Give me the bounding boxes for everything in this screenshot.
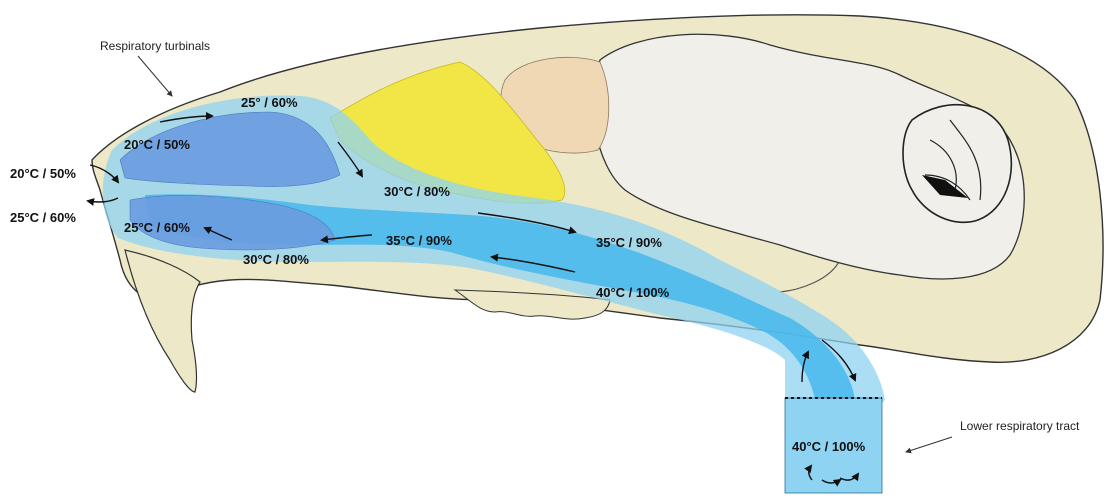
label-upper-turbinal-front: 20°C / 50% — [124, 137, 190, 152]
label-upper-passage: 30°C / 80% — [384, 184, 450, 199]
callout-line-turbinals — [138, 56, 172, 96]
label-ambient-exhaled: 25°C / 60% — [10, 210, 76, 225]
label-ambient-inhaled: 20°C / 50% — [10, 166, 76, 181]
callout-respiratory-turbinals: Respiratory turbinals — [100, 39, 210, 53]
callout-lower-respiratory-tract: Lower respiratory tract — [960, 419, 1080, 433]
callout-line-lower-tract — [906, 437, 952, 452]
label-lower-turbinal-bottom: 30°C / 80% — [243, 252, 309, 267]
label-trachea: 40°C / 100% — [792, 439, 866, 454]
label-pharynx: 40°C / 100% — [596, 285, 670, 300]
label-mid-passage-return: 35°C / 90% — [386, 233, 452, 248]
label-lower-turbinal-front: 25°C / 60% — [124, 220, 190, 235]
label-upper-turbinal-top: 25° / 60% — [241, 95, 298, 110]
label-mid-passage-out: 35°C / 90% — [596, 235, 662, 250]
